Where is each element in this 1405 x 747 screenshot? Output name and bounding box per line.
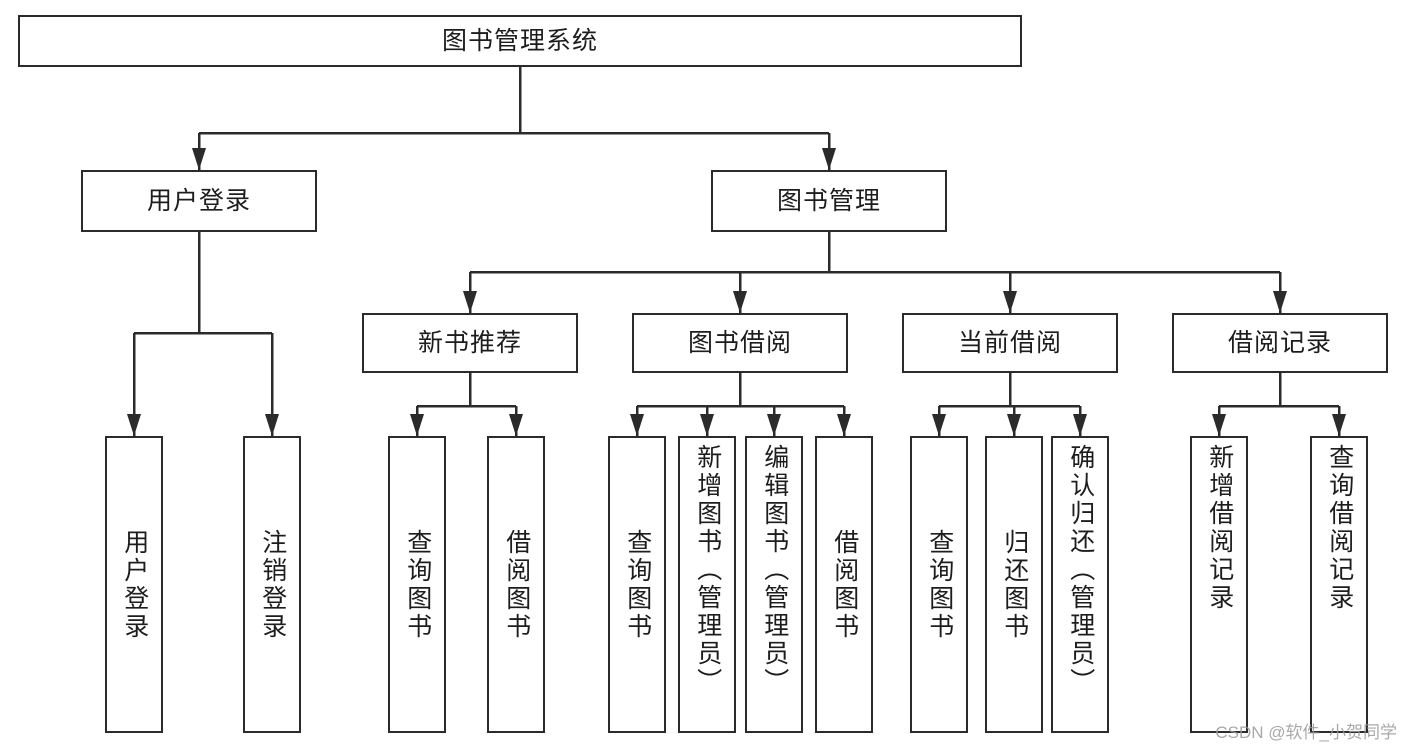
- node-leaf-bb-query[interactable]: 查询图书: [608, 436, 666, 733]
- arrowhead-icon-leaf-cb-confirm: [1073, 414, 1087, 436]
- node-new-book-rec[interactable]: 新书推荐: [362, 313, 578, 373]
- node-book-borrow[interactable]: 图书借阅: [632, 313, 848, 373]
- arrowhead-icon-leaf-cb-query: [932, 414, 946, 436]
- arrowhead-icon-user-login: [192, 148, 206, 170]
- node-borrow-record[interactable]: 借阅记录: [1172, 313, 1388, 373]
- node-label-leaf-cb-query: 查询图书: [925, 528, 954, 641]
- arrowhead-icon-leaf-bb-edit: [767, 414, 781, 436]
- node-label-current-borrow: 当前借阅: [957, 328, 1062, 357]
- node-label-leaf-rec-query: 查询图书: [403, 528, 432, 641]
- arrowhead-icon-leaf-rec-query: [410, 414, 424, 436]
- arrowhead-icon-new-book-rec: [463, 291, 477, 313]
- node-leaf-user-login[interactable]: 用户登录: [105, 436, 163, 733]
- node-label-new-book-rec: 新书推荐: [417, 328, 522, 357]
- node-label-leaf-bb-add: 新增图书（管理员）: [693, 444, 722, 696]
- node-label-borrow-record: 借阅记录: [1227, 328, 1332, 357]
- arrowhead-icon-borrow-record: [1273, 291, 1287, 313]
- node-leaf-bb-edit[interactable]: 编辑图书（管理员）: [745, 436, 803, 733]
- arrowhead-icon-book-manage: [822, 148, 836, 170]
- node-user-login[interactable]: 用户登录: [81, 170, 317, 232]
- node-leaf-bb-borrow[interactable]: 借阅图书: [815, 436, 873, 733]
- node-label-user-login: 用户登录: [146, 186, 251, 215]
- arrowhead-icon-leaf-user-login: [127, 414, 141, 436]
- arrowhead-icon-leaf-logout: [265, 414, 279, 436]
- arrowhead-icon-leaf-bb-query: [630, 414, 644, 436]
- node-leaf-logout[interactable]: 注销登录: [243, 436, 301, 733]
- node-label-leaf-user-login: 用户登录: [120, 528, 149, 641]
- node-label-book-borrow: 图书借阅: [687, 328, 792, 357]
- arrowhead-icon-leaf-rec-borrow: [509, 414, 523, 436]
- node-label-leaf-bb-borrow: 借阅图书: [830, 528, 859, 641]
- arrowhead-icon-leaf-br-query: [1332, 414, 1346, 436]
- node-leaf-cb-confirm[interactable]: 确认归还（管理员）: [1051, 436, 1109, 733]
- node-label-leaf-cb-confirm: 确认归还（管理员）: [1066, 444, 1095, 696]
- node-book-manage[interactable]: 图书管理: [711, 170, 947, 232]
- arrowhead-icon-leaf-cb-return: [1007, 414, 1021, 436]
- node-label-leaf-br-query: 查询借阅记录: [1325, 444, 1354, 612]
- node-label-book-manage: 图书管理: [776, 186, 881, 215]
- node-label-leaf-bb-query: 查询图书: [623, 528, 652, 641]
- node-leaf-bb-add[interactable]: 新增图书（管理员）: [678, 436, 736, 733]
- arrowhead-icon-book-borrow: [733, 291, 747, 313]
- node-root[interactable]: 图书管理系统: [18, 15, 1022, 67]
- node-label-leaf-logout: 注销登录: [258, 528, 287, 641]
- node-leaf-cb-query[interactable]: 查询图书: [910, 436, 968, 733]
- node-label-leaf-br-add: 新增借阅记录: [1205, 444, 1234, 612]
- node-label-leaf-rec-borrow: 借阅图书: [502, 528, 531, 641]
- node-leaf-br-add[interactable]: 新增借阅记录: [1190, 436, 1248, 733]
- node-leaf-cb-return[interactable]: 归还图书: [985, 436, 1043, 733]
- arrowhead-icon-leaf-bb-add: [700, 414, 714, 436]
- node-leaf-rec-query[interactable]: 查询图书: [388, 436, 446, 733]
- arrowhead-icon-current-borrow: [1003, 291, 1017, 313]
- node-leaf-rec-borrow[interactable]: 借阅图书: [487, 436, 545, 733]
- arrowhead-icon-leaf-bb-borrow: [837, 414, 851, 436]
- node-label-root: 图书管理系统: [441, 26, 598, 55]
- node-label-leaf-bb-edit: 编辑图书（管理员）: [760, 444, 789, 696]
- node-label-leaf-cb-return: 归还图书: [1000, 528, 1029, 641]
- arrowhead-icon-leaf-br-add: [1212, 414, 1226, 436]
- node-current-borrow[interactable]: 当前借阅: [902, 313, 1118, 373]
- node-leaf-br-query[interactable]: 查询借阅记录: [1310, 436, 1368, 733]
